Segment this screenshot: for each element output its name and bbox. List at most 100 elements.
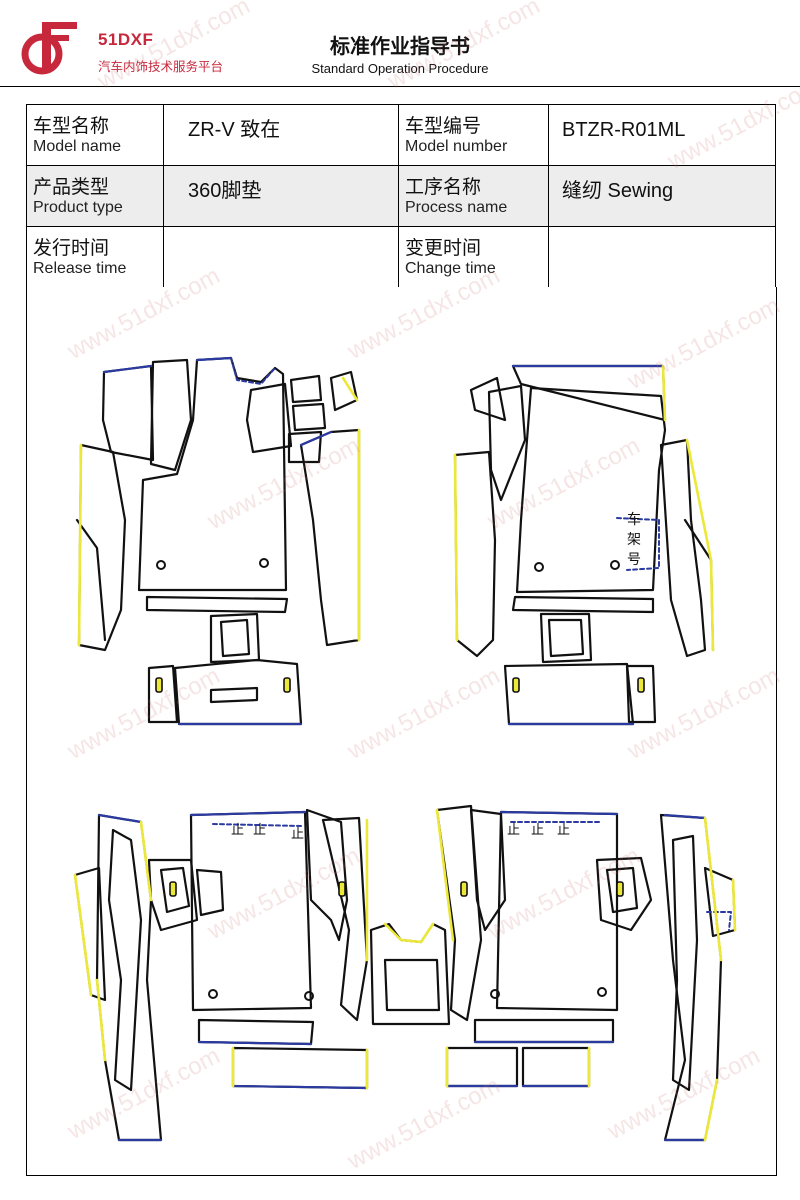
yellow-mark-2	[283, 677, 291, 693]
blue-edge-17	[299, 430, 333, 447]
tr-bottom-mat	[503, 662, 635, 726]
hole-5	[208, 989, 218, 999]
tl-side-inner	[75, 518, 107, 642]
br-left-b	[469, 808, 507, 932]
br-notch-b	[605, 866, 639, 914]
br-inner-strip	[671, 834, 699, 1092]
yellow-mark-3	[512, 677, 520, 693]
yellow-mark-4	[637, 677, 645, 693]
tr-side-long	[453, 450, 497, 658]
blue-dash-1	[230, 357, 276, 385]
yellow-edge-9	[435, 808, 455, 942]
tl-small-c	[291, 402, 327, 432]
brand-name: 51DXF	[98, 30, 154, 49]
tl-small-a	[245, 382, 293, 454]
stop-marker-1: 止	[231, 823, 244, 838]
bl-notch-c	[195, 868, 225, 917]
document-title: 标准作业指导书 Standard Operation Procedure	[270, 30, 530, 76]
tr-left-flap	[469, 376, 507, 422]
pattern-diagram: 车 架 号 止 止 止 止 止 止	[26, 287, 777, 1176]
tr-right-pad	[625, 664, 657, 724]
hole-6	[304, 991, 314, 1001]
tr-main-mat	[515, 386, 667, 594]
yellow-mark-8	[616, 881, 624, 897]
tl-left-strip	[101, 364, 155, 462]
yellow-edge-19	[703, 1078, 719, 1142]
tr-bar	[511, 595, 655, 614]
blue-edge-15	[197, 1040, 313, 1046]
title-en: Standard Operation Procedure	[311, 61, 489, 76]
tr-right-long	[659, 438, 707, 658]
title-cn: 标准作业指导书	[330, 34, 470, 58]
model-number-value: BTZR-R01ML	[548, 104, 776, 166]
yellow-edge-6	[685, 438, 715, 652]
br-bar	[473, 1018, 615, 1044]
release-time-value	[163, 226, 399, 288]
yellow-edge-5	[661, 364, 667, 422]
bl-right-a	[305, 808, 349, 942]
br-bottom-b	[521, 1046, 591, 1088]
hole-3	[534, 562, 544, 572]
process-name-value: 缝纫 Sewing	[548, 165, 776, 227]
yellow-edge-10	[731, 878, 737, 932]
hole-7	[490, 989, 500, 999]
header-divider	[0, 86, 800, 87]
stop-marker-6: 止	[557, 823, 570, 838]
bl-right-b	[321, 816, 369, 1022]
yellow-edge-1	[77, 443, 83, 647]
hole-8	[597, 987, 607, 997]
tl-mid-inner	[219, 618, 251, 658]
blue-dash-3	[212, 823, 302, 827]
logo: 51DXF 汽车内饰技术服务平台	[20, 16, 250, 76]
yellow-edge-4	[453, 453, 459, 642]
tl-bottom-notch	[209, 686, 259, 704]
yellow-edge-7	[73, 873, 93, 997]
blue-edge-8	[663, 813, 707, 820]
tl-side-long	[77, 443, 127, 652]
model-name-value: ZR-V 致在	[163, 104, 399, 166]
product-type-value: 360脚垫	[163, 165, 399, 227]
blue-edge-1	[102, 364, 153, 374]
yellow-mark-7	[460, 881, 468, 897]
blue-edge-6	[97, 813, 143, 824]
br-outer-strip	[659, 813, 723, 1142]
yellow-mark-6	[338, 881, 346, 897]
frame-label-3: 号	[627, 552, 641, 568]
br-main-mat	[495, 810, 619, 1012]
hole-2	[259, 558, 269, 568]
bl-bottom-strip	[231, 1046, 369, 1090]
bl-bar	[197, 1018, 315, 1046]
frame-label-1: 车	[627, 511, 641, 528]
tl-small-d	[287, 430, 323, 464]
tl-left-pad	[147, 664, 179, 724]
blue-dash-2	[616, 517, 660, 571]
tl-main-mat	[137, 356, 288, 592]
tl-tall-strip	[149, 358, 193, 472]
yellow-mark-5	[169, 881, 177, 897]
tr-mid-block	[539, 612, 593, 664]
brand-subtitle: 汽车内饰技术服务平台	[98, 59, 224, 74]
yellow-edge-17	[383, 922, 435, 944]
tl-small-b	[289, 374, 323, 404]
tr-left-a	[487, 384, 527, 502]
bl-outer-strip	[95, 813, 163, 1142]
yellow-edge-16	[703, 816, 723, 962]
br-left-a	[435, 804, 483, 1022]
br-outer-flap	[703, 866, 737, 938]
hole-4	[610, 560, 620, 570]
bm-tunnel-inner	[383, 958, 441, 1012]
bl-inner-strip	[107, 828, 143, 1092]
bl-notch-b	[159, 866, 191, 914]
tl-bar	[145, 595, 289, 614]
br-notch-a	[595, 856, 653, 932]
tr-mid-inner	[547, 618, 585, 658]
tl-bottom-mat	[173, 658, 303, 726]
